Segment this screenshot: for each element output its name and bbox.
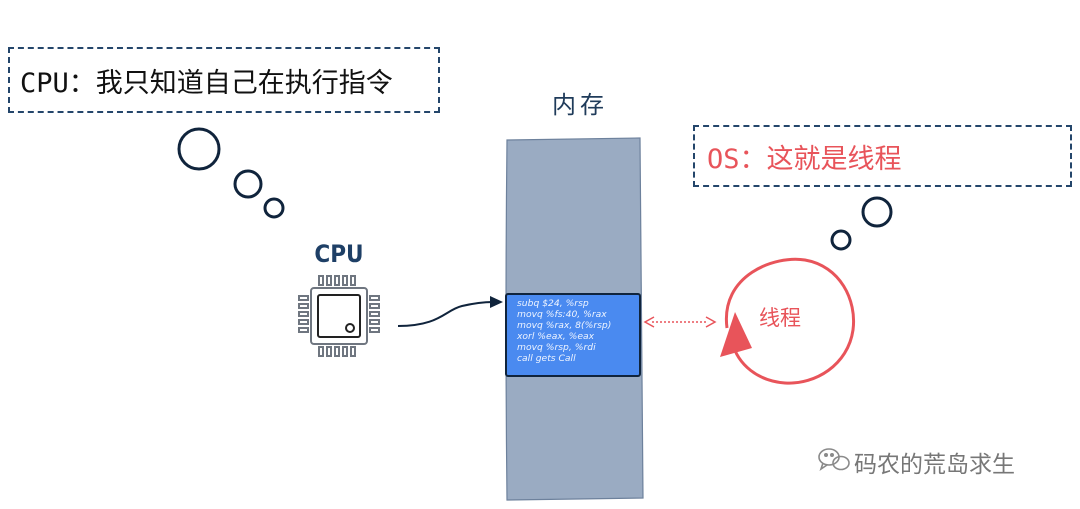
cpu-thought-circle-small: [263, 197, 285, 219]
memory-thread-link-right-head: [705, 316, 717, 328]
memory-label: 内存: [552, 91, 608, 119]
os-thought-bubble: OS：这就是线程: [693, 125, 1072, 187]
cpu-thought-circle-medium: [233, 169, 263, 199]
cpu-to-memory-arrow: [397, 301, 494, 327]
instruction-line: xorl %eax, %eax: [517, 331, 595, 342]
cpu-thought-circle-large: [177, 127, 221, 171]
instruction-line: movq %rsp, %rdi: [517, 342, 596, 353]
instruction-line: movq %fs:40, %rax: [517, 309, 607, 320]
cpu-thought-bubble: CPU：我只知道自己在执行指令: [8, 47, 440, 113]
cpu-to-memory-arrowhead: [490, 296, 503, 308]
wechat-icon: [818, 448, 850, 471]
instruction-line: call gets Call: [517, 353, 576, 364]
cpu-chip-icon: [298, 275, 380, 357]
watermark-text: 码农的荒岛求生: [854, 452, 1015, 478]
instruction-line: movq %rax, 8(%rsp): [517, 320, 612, 331]
thread-cycle-arrowhead: [720, 312, 752, 357]
cpu-thought-text: CPU：我只知道自己在执行指令: [20, 67, 393, 99]
thread-label: 线程: [759, 306, 801, 330]
thread-cycle-circle: [724, 257, 856, 385]
cpu-label: CPU: [314, 240, 364, 268]
instruction-line: subq $24, %rsp: [517, 298, 589, 309]
watermark: 码农的荒岛求生: [818, 445, 1015, 479]
os-thought-circle-large: [861, 196, 893, 228]
memory-thread-link-left-head: [643, 316, 655, 328]
instruction-block: subq $24, %rsp movq %fs:40, %rax movq %r…: [505, 293, 641, 377]
os-thought-text: OS：这就是线程: [707, 143, 902, 175]
os-thought-circle-small: [830, 229, 852, 251]
